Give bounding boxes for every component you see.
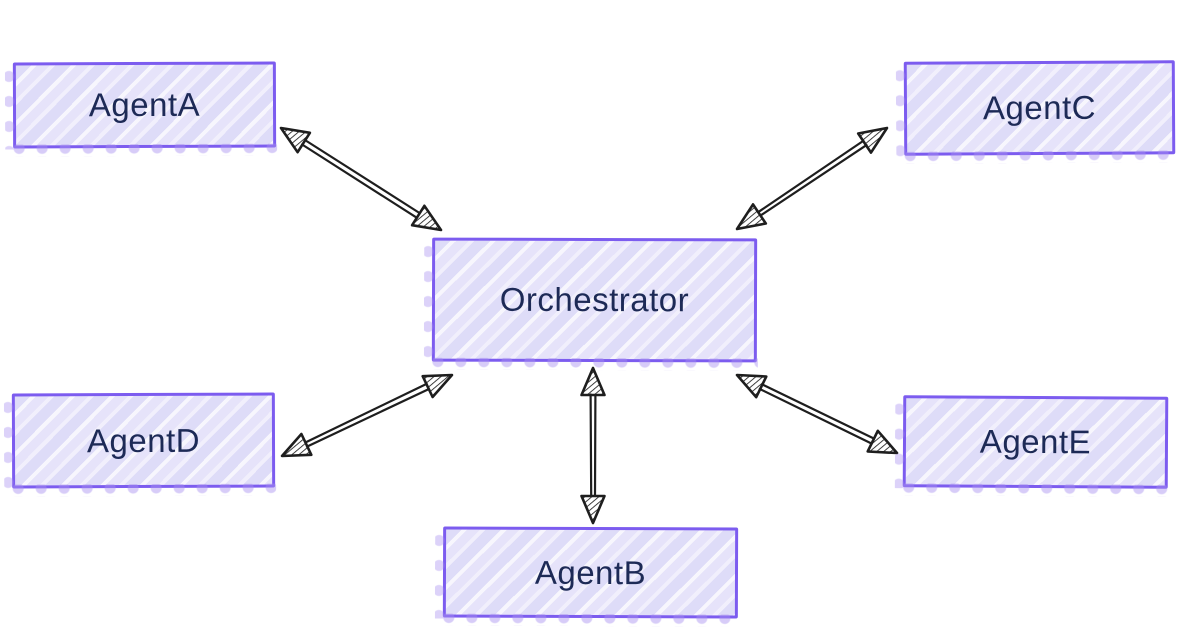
arrow-agentb-orchestrator[interactable] bbox=[580, 366, 606, 525]
arrow-line bbox=[761, 383, 875, 440]
arrow-line bbox=[758, 387, 873, 445]
arrowhead-icon bbox=[580, 494, 606, 525]
node-agent-e[interactable]: AgentE bbox=[902, 395, 1169, 489]
node-orchestrator-label: Orchestrator bbox=[499, 280, 690, 319]
arrow-line bbox=[756, 140, 865, 214]
arrowhead-icon bbox=[735, 203, 768, 231]
node-agent-c-label: AgentC bbox=[982, 88, 1097, 127]
node-agent-e-label: AgentE bbox=[979, 422, 1092, 461]
arrowhead-icon bbox=[410, 204, 443, 232]
arrow-line bbox=[304, 139, 421, 215]
arrowhead-icon bbox=[421, 373, 454, 399]
node-agent-c[interactable]: AgentC bbox=[903, 60, 1176, 156]
arrow-agenta-orchestrator[interactable] bbox=[279, 126, 443, 232]
arrow-line bbox=[304, 382, 428, 444]
arrow-agentd-orchestrator[interactable] bbox=[280, 373, 454, 458]
arrowhead-icon bbox=[735, 373, 768, 399]
arrow-line bbox=[301, 143, 418, 219]
node-agent-b[interactable]: AgentB bbox=[442, 526, 739, 619]
node-agent-b-label: AgentB bbox=[534, 553, 647, 591]
arrow-line bbox=[759, 144, 868, 217]
arrowhead-icon bbox=[866, 429, 899, 455]
arrowhead-icon bbox=[279, 126, 312, 154]
arrow-line bbox=[305, 388, 430, 448]
node-agent-d-label: AgentD bbox=[86, 421, 201, 459]
arrowhead-icon bbox=[580, 366, 606, 397]
arrowhead-icon bbox=[856, 126, 889, 154]
node-agent-a-label: AgentA bbox=[88, 85, 201, 124]
node-agent-a[interactable]: AgentA bbox=[12, 61, 277, 149]
arrowhead-icon bbox=[280, 432, 313, 458]
arrow-agente-orchestrator[interactable] bbox=[735, 373, 899, 455]
node-orchestrator[interactable]: Orchestrator bbox=[431, 237, 758, 363]
node-agent-d[interactable]: AgentD bbox=[11, 392, 276, 489]
arrow-line bbox=[589, 393, 593, 498]
arrow-agentc-orchestrator[interactable] bbox=[735, 126, 889, 231]
